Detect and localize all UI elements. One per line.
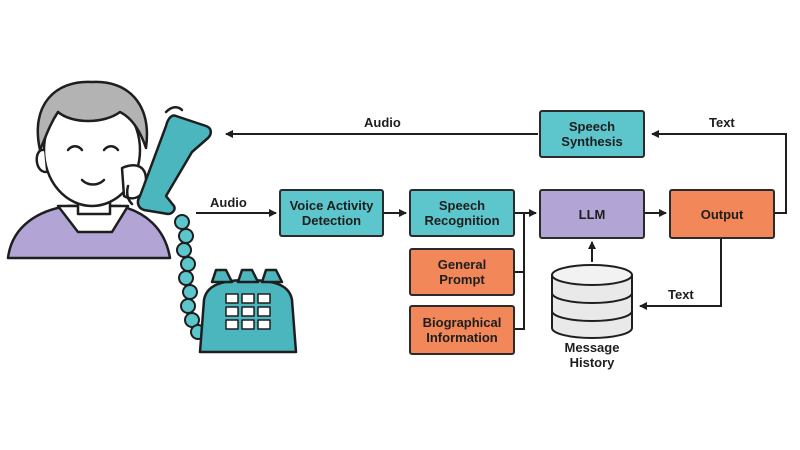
telephone-cord xyxy=(174,214,206,340)
line-prompt-join xyxy=(514,214,525,273)
line-bio-join xyxy=(514,272,525,330)
arrow-output-to-synthesis xyxy=(651,130,787,214)
message-history-label: Message History xyxy=(564,340,620,370)
general-prompt-box: General Prompt xyxy=(409,248,515,296)
biographical-information-box: Biographical Information xyxy=(409,305,515,355)
general-prompt-label: General Prompt xyxy=(437,257,487,287)
telephone-handset-icon xyxy=(136,114,212,216)
voice-activity-detection-label: Voice Activity Detection xyxy=(289,198,374,228)
audio-out-label: Audio xyxy=(364,115,401,130)
database-icon xyxy=(551,264,633,339)
output-label: Output xyxy=(700,206,744,222)
text-history-label: Text xyxy=(668,287,694,302)
speech-synthesis-label: Speech Synthesis xyxy=(561,119,623,149)
voice-activity-detection-box: Voice Activity Detection xyxy=(279,189,384,237)
speech-recognition-label: Speech Recognition xyxy=(424,198,500,228)
text-top-label: Text xyxy=(709,115,735,130)
speech-recognition-box: Speech Recognition xyxy=(409,189,515,237)
llm-label: LLM xyxy=(578,206,606,222)
elderly-person-icon xyxy=(6,80,184,260)
llm-box: LLM xyxy=(539,189,645,239)
output-box: Output xyxy=(669,189,775,239)
speech-synthesis-box: Speech Synthesis xyxy=(539,110,645,158)
audio-in-label: Audio xyxy=(210,195,247,210)
biographical-information-label: Biographical Information xyxy=(422,315,502,345)
arrow-output-to-history xyxy=(639,239,722,310)
telephone-base-icon xyxy=(198,268,298,354)
